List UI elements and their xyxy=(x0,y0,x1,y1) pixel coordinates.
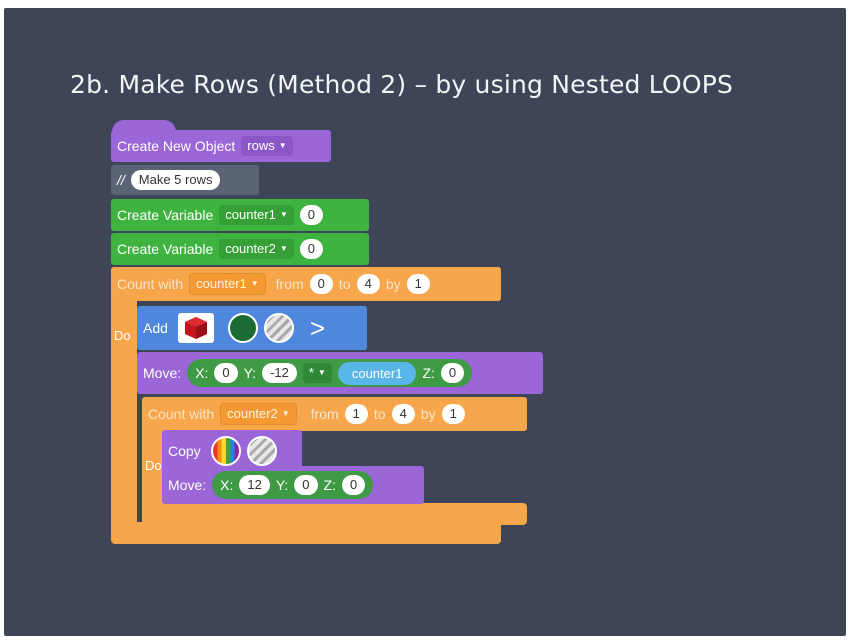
comment-prefix: // xyxy=(117,172,125,188)
outer-loop-do-label: Do xyxy=(114,328,131,343)
outer-loop-footer xyxy=(111,522,501,544)
y-value-input[interactable]: 0 xyxy=(294,475,318,495)
coordinates-group: X: 0 Y: -12 *▼ counter1 Z: 0 xyxy=(187,359,473,387)
z-label: Z: xyxy=(422,365,435,381)
variable-reporter-counter1[interactable]: counter1 xyxy=(337,361,417,385)
chevron-down-icon: ▼ xyxy=(279,210,288,219)
outer-loop-frame xyxy=(111,267,137,541)
by-label: by xyxy=(420,406,436,422)
material-icon[interactable] xyxy=(246,436,277,466)
rainbow-color-icon[interactable] xyxy=(210,436,241,466)
chevron-down-icon: ▼ xyxy=(317,368,326,377)
inner-count-with-block[interactable]: Count with counter2▼ from 1 to 4 by 1 xyxy=(142,397,527,431)
y-label: Y: xyxy=(275,477,289,493)
create-variable-block-1[interactable]: Create Variable counter1▼ 0 xyxy=(111,199,369,231)
loop-variable-dropdown[interactable]: counter2▼ xyxy=(220,403,297,425)
copy-label: Copy xyxy=(168,443,201,459)
x-label: X: xyxy=(195,365,209,381)
inner-loop-footer xyxy=(142,503,527,525)
z-label: Z: xyxy=(323,477,336,493)
chevron-down-icon: ▼ xyxy=(279,244,288,253)
y-label: Y: xyxy=(243,365,257,381)
operator-dropdown[interactable]: *▼ xyxy=(302,363,332,383)
comment-text[interactable]: Make 5 rows xyxy=(130,170,221,190)
to-value-input[interactable]: 4 xyxy=(391,404,415,424)
coordinates-group: X: 12 Y: 0 Z: 0 xyxy=(212,471,374,499)
z-value-input[interactable]: 0 xyxy=(440,363,465,383)
create-variable-label: Create Variable xyxy=(117,241,214,257)
z-value-input[interactable]: 0 xyxy=(341,475,366,495)
variable-dropdown-counter2[interactable]: counter2▼ xyxy=(219,239,294,259)
copy-block[interactable]: Copy xyxy=(162,430,302,472)
move-block-2[interactable]: Move: X: 12 Y: 0 Z: 0 xyxy=(162,466,424,504)
move-label: Move: xyxy=(168,477,207,493)
create-variable-label: Create Variable xyxy=(117,207,214,223)
by-label: by xyxy=(385,276,401,292)
to-label: to xyxy=(373,406,386,422)
create-object-block[interactable]: Create New Object rows▼ xyxy=(111,130,331,162)
to-value-input[interactable]: 4 xyxy=(356,274,380,294)
from-value-input[interactable]: 0 xyxy=(309,274,333,294)
chevron-down-icon: ▼ xyxy=(250,279,259,288)
add-block[interactable]: Add > xyxy=(137,306,367,350)
move-block-1[interactable]: Move: X: 0 Y: -12 *▼ counter1 Z: 0 xyxy=(137,352,543,394)
slide-title: 2b. Make Rows (Method 2) – by using Nest… xyxy=(70,70,734,99)
inner-loop-do-label: Do xyxy=(145,458,162,473)
from-label: from xyxy=(310,406,339,422)
object-name-dropdown[interactable]: rows▼ xyxy=(241,136,293,156)
move-label: Move: xyxy=(143,365,182,381)
variable-value-input[interactable]: 0 xyxy=(299,239,323,259)
from-label: from xyxy=(275,276,304,292)
create-variable-block-2[interactable]: Create Variable counter2▼ 0 xyxy=(111,233,369,265)
by-value-input[interactable]: 1 xyxy=(406,274,430,294)
from-value-input[interactable]: 1 xyxy=(344,404,368,424)
x-value-input[interactable]: 0 xyxy=(214,363,238,383)
variable-dropdown-counter1[interactable]: counter1▼ xyxy=(219,205,294,225)
outer-count-with-block[interactable]: Count with counter1▼ from 0 to 4 by 1 xyxy=(111,267,501,301)
x-label: X: xyxy=(220,477,234,493)
create-object-label: Create New Object xyxy=(117,138,236,154)
chevron-down-icon: ▼ xyxy=(278,141,287,150)
x-value-input[interactable]: 12 xyxy=(239,475,270,495)
comment-block[interactable]: // Make 5 rows xyxy=(111,165,259,195)
red-cube-icon[interactable] xyxy=(177,313,214,343)
by-value-input[interactable]: 1 xyxy=(441,404,465,424)
variable-value-input[interactable]: 0 xyxy=(299,205,323,225)
count-with-label: Count with xyxy=(117,276,184,292)
count-with-label: Count with xyxy=(148,406,215,422)
y-value-input[interactable]: -12 xyxy=(262,363,297,383)
to-label: to xyxy=(338,276,351,292)
slide: 2b. Make Rows (Method 2) – by using Nest… xyxy=(4,8,846,636)
color-swatch-icon[interactable] xyxy=(227,313,258,343)
loop-variable-dropdown[interactable]: counter1▼ xyxy=(189,273,266,295)
chevron-right-icon[interactable]: > xyxy=(309,313,326,343)
add-label: Add xyxy=(143,320,168,336)
material-icon[interactable] xyxy=(263,313,294,343)
cube-svg xyxy=(184,317,207,339)
chevron-down-icon: ▼ xyxy=(281,409,290,418)
